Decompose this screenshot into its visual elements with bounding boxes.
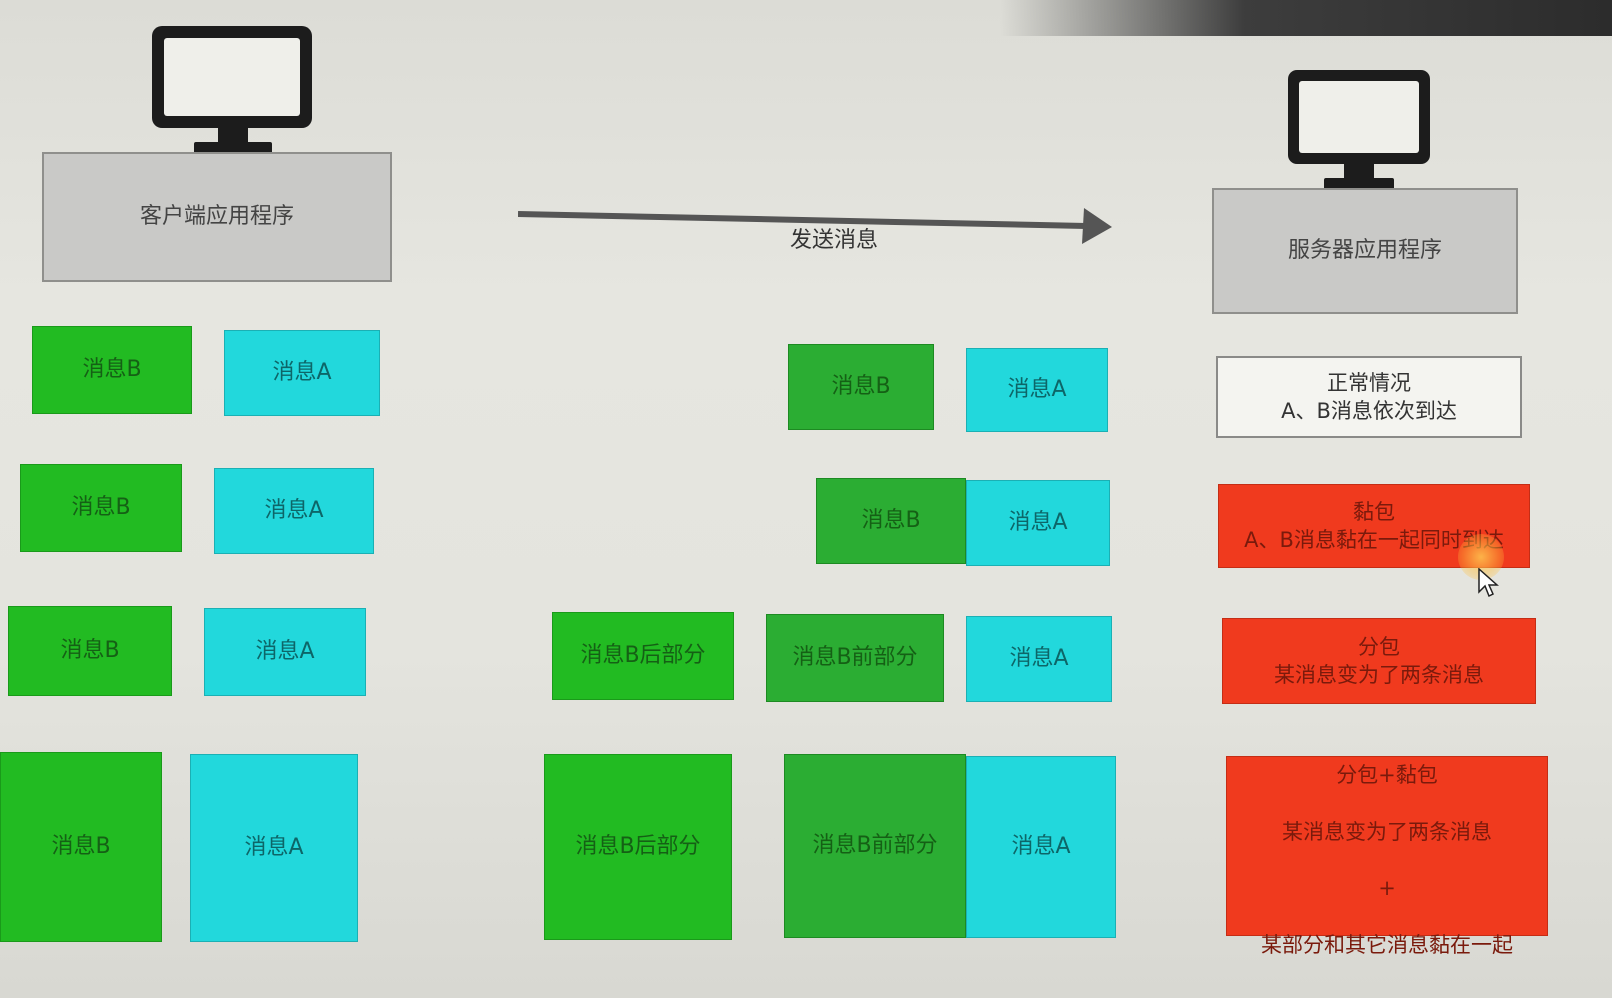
server-app-box: 服务器应用程序 xyxy=(1212,188,1518,314)
client-app-box: 客户端应用程序 xyxy=(42,152,392,282)
client-message-a: 消息A xyxy=(214,468,374,554)
status-title: 正常情况 xyxy=(1327,370,1411,395)
status-title: 分包 xyxy=(1358,634,1400,659)
transit-message-b-tail: 消息B后部分 xyxy=(552,612,734,700)
status-desc: 某消息变为了两条消息 xyxy=(1274,663,1484,687)
transit-message-b-head: 消息B前部分 xyxy=(784,754,966,938)
transit-message-b-tail: 消息B后部分 xyxy=(544,754,732,940)
client-message-b: 消息B xyxy=(32,326,192,414)
transit-message-b: 消息B xyxy=(816,478,966,564)
status-split-packet: 分包某消息变为了两条消息 xyxy=(1222,618,1536,704)
monitor-icon xyxy=(152,26,312,154)
status-plus: + xyxy=(1378,876,1396,901)
send-arrow-label: 发送消息 xyxy=(790,228,879,253)
status-title: 分包+黏包 xyxy=(1336,762,1438,787)
status-split-and-sticky: 分包+黏包 某消息变为了两条消息 + 某部分和其它消息黏在一起 xyxy=(1226,756,1548,957)
transit-message-b: 消息B xyxy=(788,344,934,430)
client-message-b: 消息B xyxy=(20,464,182,552)
client-message-b: 消息B xyxy=(0,752,162,942)
client-message-a: 消息A xyxy=(204,608,366,696)
mouse-cursor-icon xyxy=(1478,568,1499,598)
send-arrow xyxy=(518,208,1112,244)
transit-message-a: 消息A xyxy=(966,616,1112,702)
transit-message-b-head: 消息B前部分 xyxy=(766,614,944,702)
client-message-a: 消息A xyxy=(224,330,380,416)
transit-message-a: 消息A xyxy=(966,480,1110,566)
status-desc-2: 某部分和其它消息黏在一起 xyxy=(1261,933,1513,958)
status-normal: 正常情况 A、B消息依次到达 xyxy=(1216,356,1522,438)
status-desc: 某消息变为了两条消息 xyxy=(1282,819,1492,844)
transit-message-a: 消息A xyxy=(966,348,1108,432)
transit-message-a: 消息A xyxy=(966,756,1116,938)
status-title: 黏包 xyxy=(1353,499,1395,524)
client-message-b: 消息B xyxy=(8,606,172,696)
client-message-a: 消息A xyxy=(190,754,358,942)
screen-edge xyxy=(1000,0,1612,36)
monitor-icon xyxy=(1288,70,1430,190)
status-desc: A、B消息依次到达 xyxy=(1281,399,1457,423)
